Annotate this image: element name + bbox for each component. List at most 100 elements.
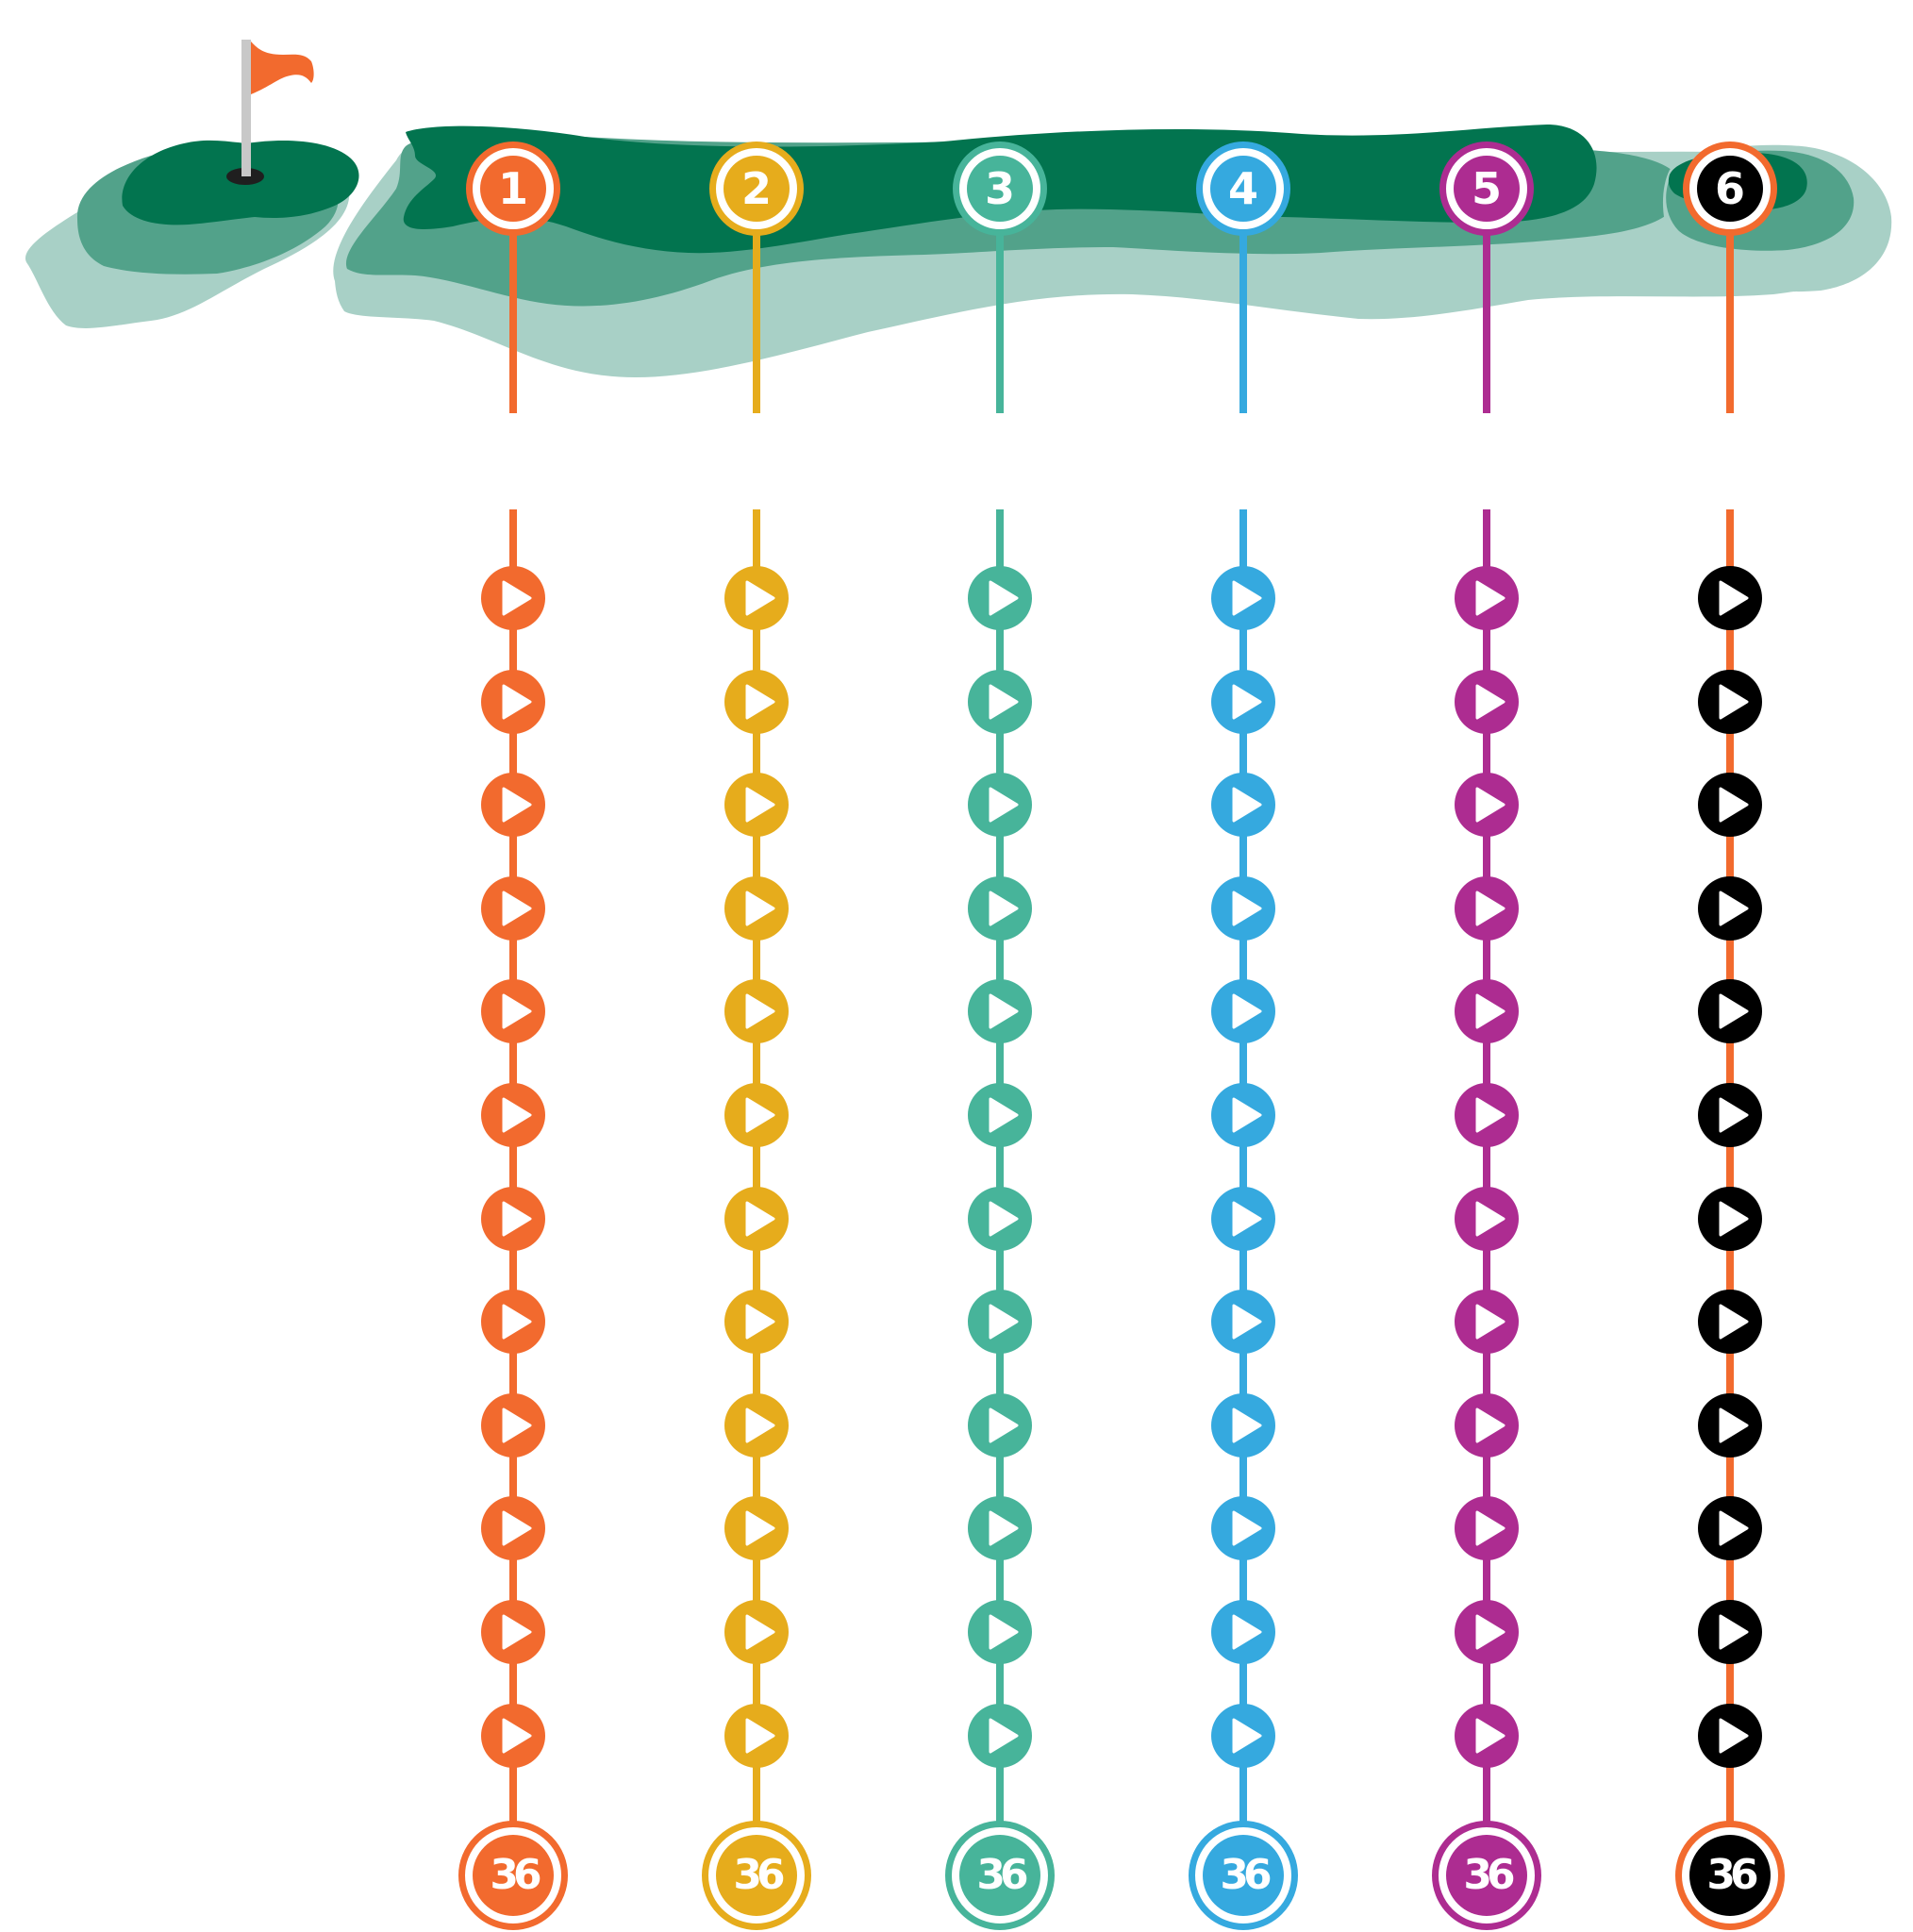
play-button[interactable]	[724, 1187, 789, 1251]
lane-connector-track	[509, 509, 517, 1830]
play-button[interactable]	[1455, 1083, 1519, 1147]
play-button[interactable]	[481, 1083, 545, 1147]
play-button[interactable]	[724, 1083, 789, 1147]
play-button[interactable]	[1211, 979, 1275, 1043]
play-button[interactable]	[1698, 1187, 1762, 1251]
finish-badge-label: 36	[473, 1835, 554, 1916]
play-button[interactable]	[1698, 566, 1762, 630]
play-icon	[502, 891, 532, 926]
play-button[interactable]	[724, 1704, 789, 1768]
finish-badge[interactable]: 36	[702, 1821, 811, 1930]
lane-connector-track	[1239, 509, 1247, 1830]
play-button[interactable]	[1698, 1290, 1762, 1354]
play-button[interactable]	[968, 566, 1032, 630]
play-button[interactable]	[968, 773, 1032, 837]
play-button[interactable]	[1698, 773, 1762, 837]
finish-badge[interactable]: 36	[945, 1821, 1055, 1930]
play-icon	[745, 1718, 775, 1754]
play-button[interactable]	[1211, 1393, 1275, 1457]
play-button[interactable]	[968, 1290, 1032, 1354]
play-button[interactable]	[968, 1600, 1032, 1664]
play-icon	[502, 1510, 532, 1546]
play-button[interactable]	[968, 1083, 1032, 1147]
play-button[interactable]	[481, 979, 545, 1043]
play-button[interactable]	[1211, 876, 1275, 941]
play-icon	[1719, 1614, 1749, 1650]
play-button[interactable]	[1698, 670, 1762, 734]
play-button[interactable]	[1455, 1290, 1519, 1354]
play-button[interactable]	[724, 670, 789, 734]
play-button[interactable]	[481, 1496, 545, 1560]
play-button[interactable]	[968, 1704, 1032, 1768]
play-button[interactable]	[1211, 1290, 1275, 1354]
play-icon	[1475, 1407, 1505, 1443]
play-button[interactable]	[724, 773, 789, 837]
finish-badge[interactable]: 36	[458, 1821, 568, 1930]
play-button[interactable]	[1455, 1187, 1519, 1251]
play-button[interactable]	[1698, 979, 1762, 1043]
play-button[interactable]	[1455, 1600, 1519, 1664]
play-button[interactable]	[968, 1496, 1032, 1560]
play-button[interactable]	[1698, 1704, 1762, 1768]
play-button[interactable]	[1698, 1496, 1762, 1560]
play-button[interactable]	[1211, 1083, 1275, 1147]
play-icon	[745, 1201, 775, 1237]
play-icon	[502, 1407, 532, 1443]
lane-number-label: 2	[724, 156, 790, 222]
play-button[interactable]	[1211, 773, 1275, 837]
play-button[interactable]	[968, 979, 1032, 1043]
play-button[interactable]	[724, 1600, 789, 1664]
play-button[interactable]	[968, 1187, 1032, 1251]
play-button[interactable]	[1455, 773, 1519, 837]
lane-number-marker: 5	[1439, 142, 1534, 236]
finish-badge[interactable]: 36	[1675, 1821, 1785, 1930]
lane-connector-top	[1726, 234, 1734, 413]
play-button[interactable]	[481, 566, 545, 630]
play-button[interactable]	[1211, 1187, 1275, 1251]
play-button[interactable]	[481, 1704, 545, 1768]
play-button[interactable]	[1698, 1083, 1762, 1147]
play-button[interactable]	[1455, 1393, 1519, 1457]
play-button[interactable]	[724, 1496, 789, 1560]
play-icon	[1475, 1614, 1505, 1650]
play-button[interactable]	[481, 1290, 545, 1354]
play-icon	[989, 993, 1019, 1029]
play-button[interactable]	[1455, 876, 1519, 941]
play-button[interactable]	[481, 876, 545, 941]
play-button[interactable]	[1211, 1600, 1275, 1664]
play-button[interactable]	[1455, 670, 1519, 734]
play-button[interactable]	[724, 1290, 789, 1354]
play-button[interactable]	[481, 670, 545, 734]
play-button[interactable]	[1211, 1496, 1275, 1560]
play-button[interactable]	[968, 670, 1032, 734]
play-button[interactable]	[1455, 1704, 1519, 1768]
play-icon	[1475, 1718, 1505, 1754]
play-button[interactable]	[724, 876, 789, 941]
finish-badge[interactable]: 36	[1189, 1821, 1298, 1930]
play-button[interactable]	[1698, 1600, 1762, 1664]
play-button[interactable]	[481, 1187, 545, 1251]
play-button[interactable]	[1211, 1704, 1275, 1768]
play-button[interactable]	[1211, 670, 1275, 734]
play-button[interactable]	[1211, 566, 1275, 630]
play-icon	[1232, 684, 1262, 720]
play-button[interactable]	[968, 1393, 1032, 1457]
finish-badge-label: 36	[959, 1835, 1040, 1916]
play-button[interactable]	[724, 1393, 789, 1457]
play-button[interactable]	[724, 979, 789, 1043]
play-icon	[1719, 787, 1749, 823]
play-button[interactable]	[481, 773, 545, 837]
play-button[interactable]	[481, 1393, 545, 1457]
play-button[interactable]	[1455, 979, 1519, 1043]
play-icon	[745, 891, 775, 926]
play-button[interactable]	[1698, 1393, 1762, 1457]
play-button[interactable]	[724, 566, 789, 630]
play-button[interactable]	[968, 876, 1032, 941]
play-button[interactable]	[481, 1600, 545, 1664]
play-button[interactable]	[1455, 566, 1519, 630]
play-button[interactable]	[1698, 876, 1762, 941]
play-button[interactable]	[1455, 1496, 1519, 1560]
finish-badge[interactable]: 36	[1432, 1821, 1541, 1930]
